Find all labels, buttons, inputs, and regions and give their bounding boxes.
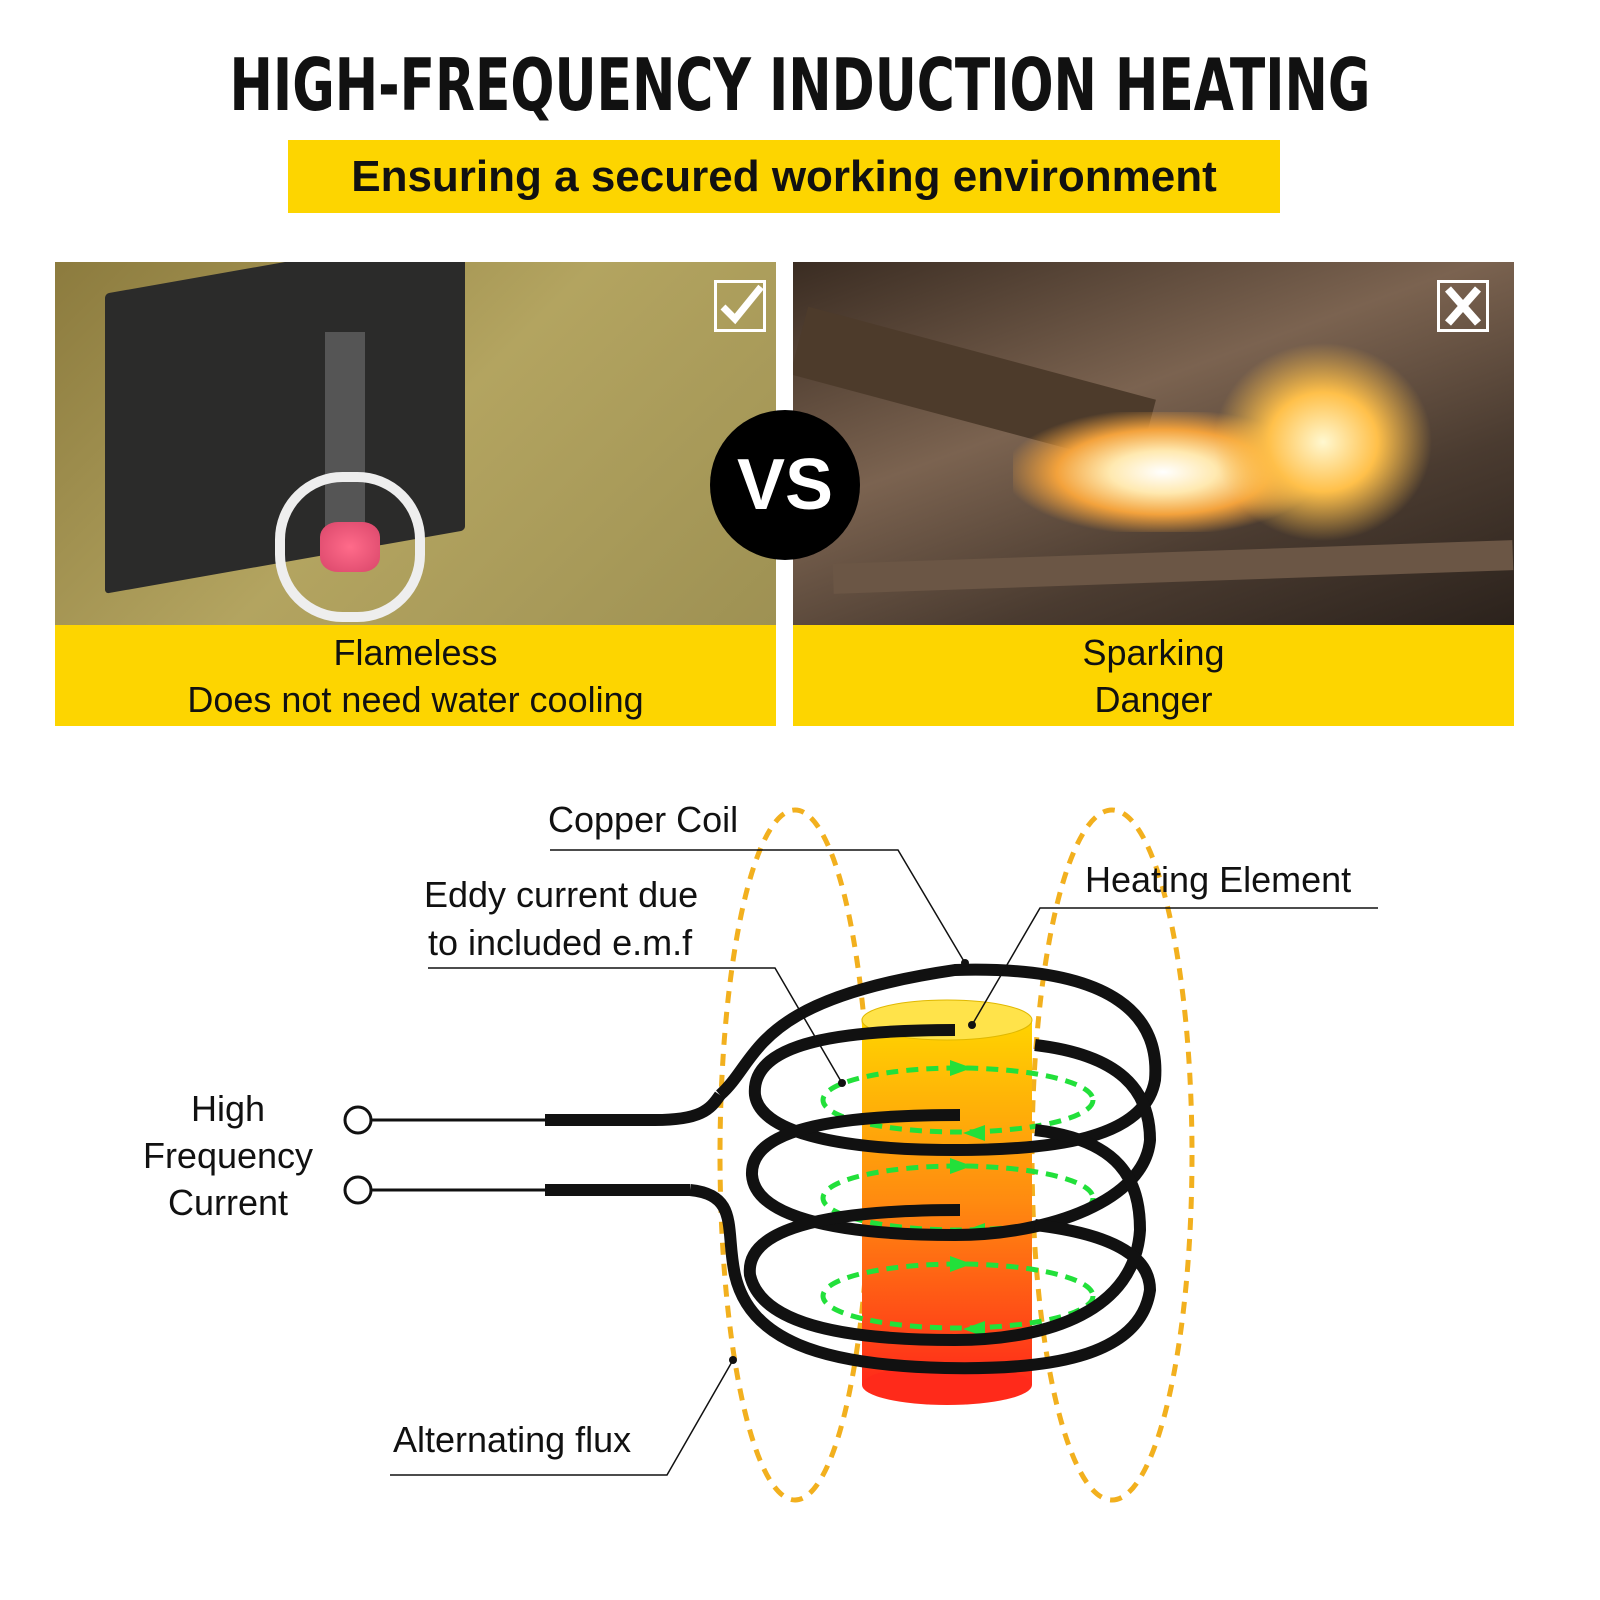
eddy-arrows (950, 1060, 985, 1337)
copper-coil (545, 963, 1162, 1375)
caption-line: Danger (1094, 678, 1213, 720)
induction-photo (55, 262, 776, 625)
hf-label-line3: Current (168, 1182, 288, 1223)
heating-element-label: Heating Element (1085, 859, 1351, 900)
vs-badge: VS (710, 410, 860, 560)
x-icon (1437, 280, 1489, 332)
copper-coil-label: Copper Coil (548, 799, 738, 840)
leader-lines (390, 849, 1378, 1476)
sparking-caption: Sparking Danger (793, 625, 1514, 726)
subtitle-banner: Ensuring a secured working environment (288, 140, 1280, 213)
checkmark-icon (714, 280, 766, 332)
caption-line: Does not need water cooling (187, 678, 644, 720)
flameless-caption: Flameless Does not need water cooling (55, 625, 776, 726)
sparking-panel: Sparking Danger (793, 262, 1514, 727)
current-terminals (343, 1105, 545, 1205)
leader-dots (729, 959, 976, 1364)
hf-label-line1: High (191, 1088, 265, 1129)
hf-label-line2: Frequency (143, 1135, 313, 1176)
torch-photo (793, 262, 1514, 625)
flux-label: Alternating flux (393, 1419, 631, 1460)
caption-line: Flameless (333, 631, 498, 673)
caption-line: Sparking (1082, 631, 1225, 673)
page-title: HIGH-FREQUENCY INDUCTION HEATING (229, 43, 1371, 127)
eddy-label-line2: to included e.m.f (428, 922, 693, 963)
flameless-panel: Flameless Does not need water cooling (55, 262, 776, 727)
heating-element (861, 999, 1033, 1405)
eddy-label-line1: Eddy current due (424, 874, 698, 915)
